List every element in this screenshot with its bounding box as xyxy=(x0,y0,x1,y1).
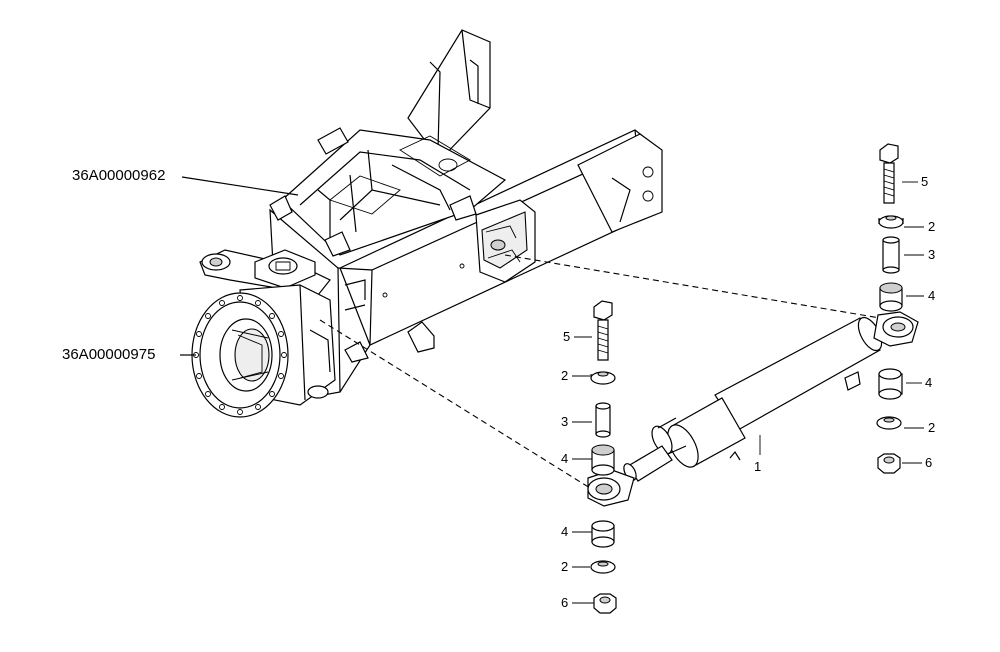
callout-2-washer-right-top: 2 xyxy=(928,219,936,234)
callout-2-washer-left-top: 2 xyxy=(561,368,569,383)
spacer-left-top xyxy=(591,444,615,476)
callout-4-spacer-right-top: 4 xyxy=(928,288,936,303)
callout-5-bolt-left: 5 xyxy=(563,329,571,344)
bolt-right xyxy=(879,143,899,204)
callout-4-spacer-left-top: 4 xyxy=(561,451,569,466)
callout-3-bushing-left: 3 xyxy=(561,414,569,429)
axle-reference-label: 36A00000975 xyxy=(62,346,156,363)
assembly-dashed-lines xyxy=(319,254,881,489)
bushing-left xyxy=(595,402,611,438)
callout-4-spacer-right-bottom: 4 xyxy=(925,375,933,390)
hydraulic-cylinder xyxy=(587,311,919,507)
spacer-right-bottom xyxy=(878,368,903,400)
washer-right-bottom xyxy=(876,416,902,430)
washer-left-top xyxy=(590,371,616,385)
right-hardware-stack xyxy=(876,143,904,474)
callout-2-washer-left-bottom: 2 xyxy=(561,559,569,574)
nut-left xyxy=(593,593,617,614)
callout-2-washer-right-bottom: 2 xyxy=(928,420,936,435)
spacer-left-bottom xyxy=(591,520,615,548)
callout-3-bushing-right: 3 xyxy=(928,247,936,262)
washer-left-bottom xyxy=(590,560,616,574)
left-hardware-stack xyxy=(590,300,617,614)
bolt-left xyxy=(593,300,613,361)
callout-6-nut-left: 6 xyxy=(561,595,569,610)
callout-1-cylinder: 1 xyxy=(754,459,762,474)
frame-reference-label: 36A00000962 xyxy=(72,167,166,184)
leader-lines xyxy=(180,176,924,604)
nut-right xyxy=(877,453,901,474)
flange-bolt-holes xyxy=(193,295,287,415)
washer-right-top xyxy=(878,215,904,229)
callout-5-bolt-right: 5 xyxy=(921,174,929,189)
bushing-right xyxy=(882,236,900,274)
callout-6-nut-right: 6 xyxy=(925,455,933,470)
spacer-right-top xyxy=(879,282,903,312)
callout-4-spacer-left-bottom: 4 xyxy=(561,524,569,539)
axle-assembly xyxy=(191,249,336,418)
